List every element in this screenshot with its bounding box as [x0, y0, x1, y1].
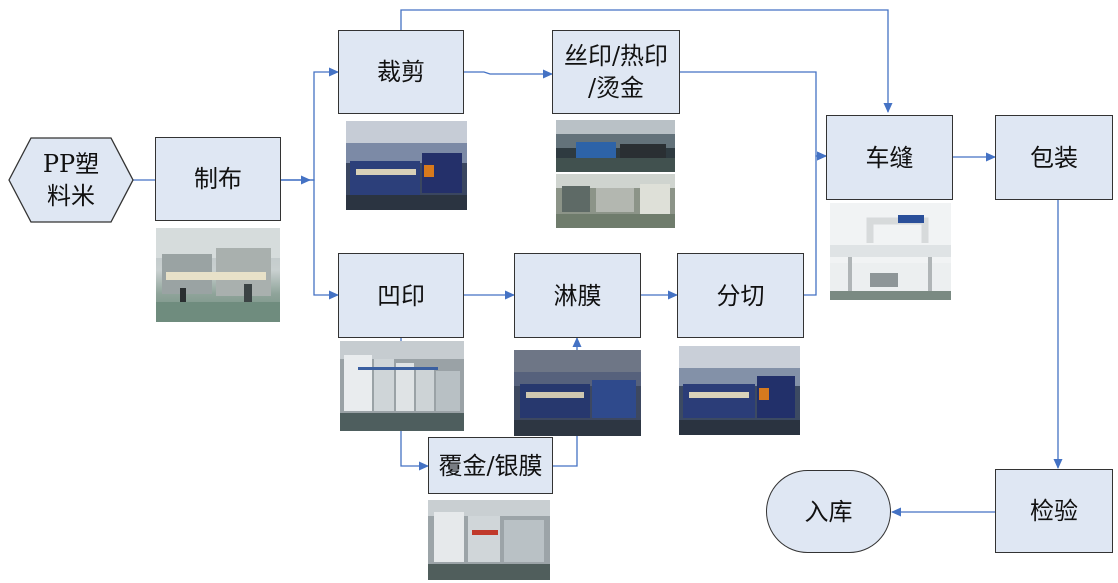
node-printing-line2: /烫金 — [587, 74, 645, 102]
edge-slit-to-sew — [803, 151, 827, 296]
node-packing-label: 包装 — [1030, 143, 1078, 172]
photo-sewing-machine — [830, 203, 951, 300]
photo-foil-laminator — [428, 500, 550, 580]
node-warehousing-label: 入库 — [804, 497, 853, 526]
edge-print-to-sew — [679, 71, 827, 161]
photo-screen-printing-1 — [556, 120, 675, 172]
node-raw-material-line2: 料米 — [47, 182, 95, 210]
photo-weaving-machine — [156, 228, 280, 322]
node-raw-material: PP塑 料米 — [6, 135, 136, 225]
node-gravure-label: 凹印 — [377, 281, 425, 310]
node-warehousing: 入库 — [766, 470, 891, 553]
node-foil-lamination-label: 覆金/银膜 — [438, 451, 543, 480]
node-laminating-label: 淋膜 — [553, 281, 602, 310]
node-laminating: 淋膜 — [514, 253, 641, 338]
node-cutting: 裁剪 — [338, 30, 464, 114]
photo-cutting-machine — [346, 121, 467, 210]
edge-cut-to-sew — [400, 9, 893, 113]
photo-gravure-press — [340, 341, 464, 431]
node-slitting: 分切 — [677, 253, 804, 338]
edge-cut-to-print — [463, 69, 553, 79]
edge-weave-to-cut — [280, 67, 339, 181]
node-weaving-label: 制布 — [194, 165, 242, 193]
node-sewing: 车缝 — [826, 115, 953, 200]
node-inspection: 检验 — [995, 469, 1113, 553]
node-raw-material-line1: PP塑 — [42, 150, 100, 178]
node-weaving: 制布 — [155, 137, 281, 221]
node-inspection-label: 检验 — [1030, 497, 1078, 525]
node-printing-line1: 丝印/热印 — [563, 42, 669, 70]
photo-screen-printing-2 — [556, 174, 675, 228]
node-sewing-label: 车缝 — [865, 143, 914, 172]
node-cutting-label: 裁剪 — [377, 58, 425, 86]
photo-slitting-machine — [679, 346, 800, 435]
node-printing: 丝印/热印 /烫金 — [552, 30, 680, 114]
node-foil-lamination: 覆金/银膜 — [428, 437, 553, 494]
start-hexagon-shape — [8, 137, 134, 223]
edge-weave-to-gravure — [280, 179, 339, 300]
node-packing: 包装 — [995, 115, 1113, 200]
photo-laminating-machine — [514, 350, 641, 436]
node-slitting-label: 分切 — [716, 281, 765, 310]
node-gravure: 凹印 — [338, 253, 464, 338]
